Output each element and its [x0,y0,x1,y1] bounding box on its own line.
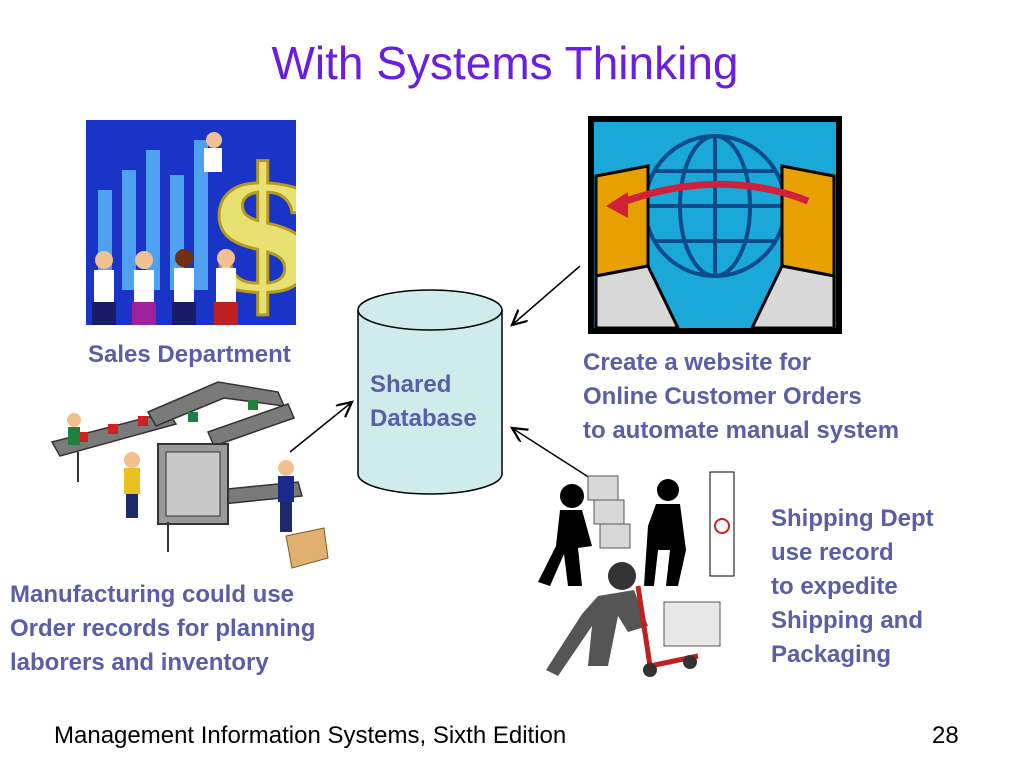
database-label: Shared Database [370,371,477,432]
manufacturing-line-clipart [50,381,329,569]
sales-label: Sales Department [88,341,291,368]
sales-growth-clipart: $ [86,120,296,325]
manufacturing-label: Manufacturing could use Order records fo… [10,581,316,676]
shipping-label: Shipping Dept use record to expedite Shi… [771,505,934,668]
website-label: Create a website for Online Customer Ord… [583,349,900,444]
shared-database-cylinder [357,289,503,495]
slide-title: With Systems Thinking [271,37,739,89]
shipping-workers-clipart [538,471,735,677]
online-orders-clipart [588,116,842,334]
footer-book-title: Management Information Systems, Sixth Ed… [54,722,567,749]
slide-number: 28 [932,722,959,749]
